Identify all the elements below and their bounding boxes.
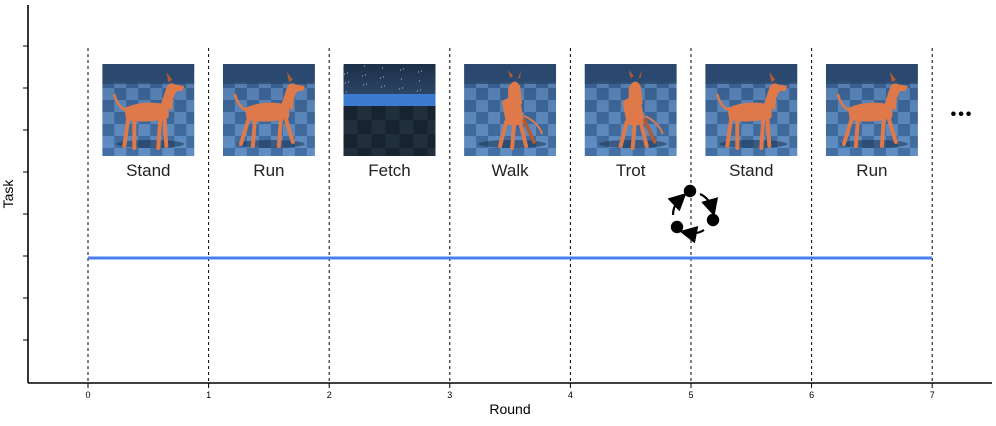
x-tick-label: 6 <box>809 390 814 400</box>
dog-figure <box>478 70 547 150</box>
task-thumbnail <box>464 64 557 156</box>
x-tick-label: 5 <box>688 390 693 400</box>
task-label: Run <box>253 161 284 180</box>
x-tick-label: 1 <box>206 390 211 400</box>
x-tick-label: 2 <box>327 390 332 400</box>
x-tick-label: 4 <box>568 390 573 400</box>
y-axis-ticks <box>23 45 28 341</box>
dog-figure <box>598 70 667 150</box>
task-thumbnail <box>705 64 798 156</box>
task-label: Run <box>856 161 887 180</box>
task-label: Walk <box>492 161 530 180</box>
x-tick-label: 0 <box>85 390 90 400</box>
dog-figure <box>836 72 908 148</box>
task-thumbnail <box>584 64 677 156</box>
dog-figure <box>233 72 305 148</box>
task-label: Stand <box>126 161 170 180</box>
round-guides <box>87 48 933 383</box>
task-label: Fetch <box>368 161 411 180</box>
task-thumbnail <box>222 64 315 156</box>
dog-figure <box>716 72 788 150</box>
cycle-arrows-icon <box>667 184 720 244</box>
dog-figure <box>113 72 185 150</box>
x-tick-label: 3 <box>447 390 452 400</box>
task-label: Trot <box>616 161 646 180</box>
task-thumbnail <box>102 64 195 156</box>
x-axis-ticks: 0 1 2 3 4 5 6 7 <box>85 383 935 400</box>
task-thumbnails: Stand Run Fetch Walk Trot Stand Run <box>102 64 918 180</box>
ellipsis-marker: ••• <box>951 106 974 123</box>
task-label: Stand <box>729 161 773 180</box>
x-axis-label: Round <box>489 401 530 417</box>
x-tick-label: 7 <box>930 390 935 400</box>
y-axis-label: Task <box>0 179 16 209</box>
task-thumbnail <box>825 64 918 156</box>
task-thumbnail <box>343 64 436 156</box>
